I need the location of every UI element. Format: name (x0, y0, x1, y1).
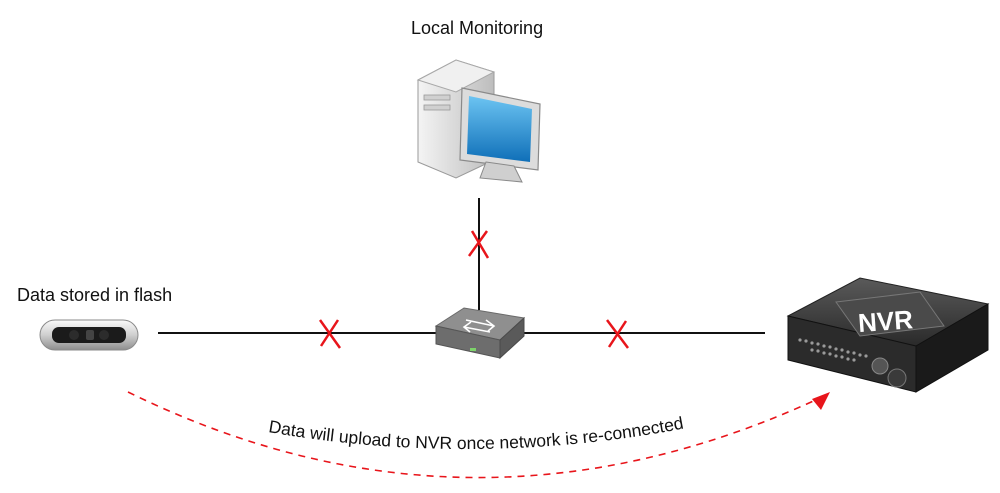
nvr-badge-text: NVR (857, 304, 914, 338)
upload-note-textpath: Data will upload to NVR once network is … (267, 413, 685, 453)
broken-link-x-icon (467, 230, 490, 259)
people-counting-camera-icon (39, 319, 139, 351)
local-monitoring-label: Local Monitoring (411, 18, 544, 38)
upload-note-text: Data will upload to NVR once network is … (267, 413, 685, 453)
upload-path-arrow (127, 391, 830, 479)
nvr-recorder-icon: NVR (786, 277, 990, 393)
desktop-computer-icon (416, 59, 541, 183)
broken-link-x-icon (318, 319, 342, 349)
data-stored-label: Data stored in flash (17, 285, 173, 305)
network-links (158, 198, 765, 334)
network-switch-icon (434, 307, 526, 360)
broken-link-x-icon (606, 319, 629, 349)
